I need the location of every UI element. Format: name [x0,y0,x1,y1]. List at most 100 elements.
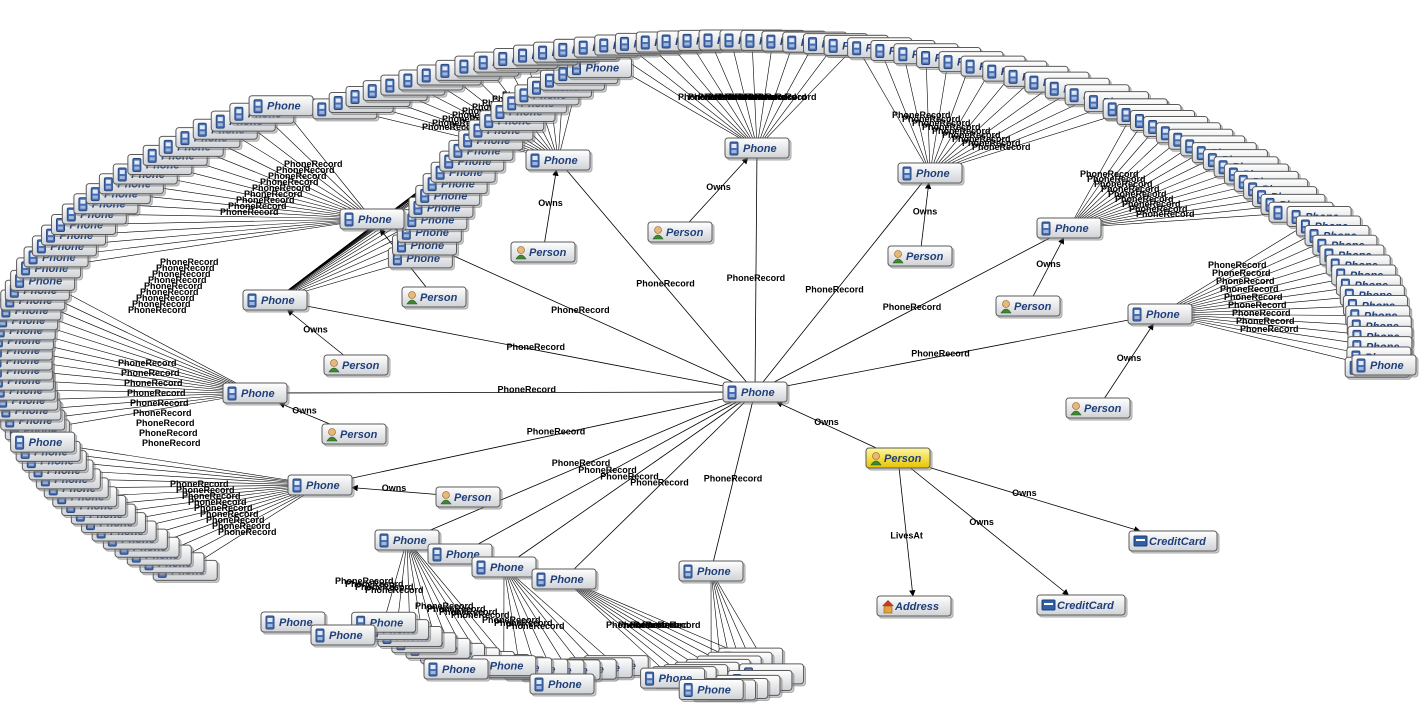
leaf-phone-node[interactable]: Phone [248,95,316,119]
leaf-phone-node[interactable]: Phone [310,624,378,648]
phone-record-label: PhoneRecord [200,509,259,519]
hub-phone-node[interactable]: Phone [287,474,355,498]
phone-icon [1029,75,1039,90]
person-node[interactable]: Person [887,245,955,269]
phone-icon [385,78,395,93]
fan-edge [929,70,1016,174]
fan-edge [113,484,321,523]
phone-record-edge [754,157,758,383]
hub-phone-node[interactable]: Phone [374,529,442,553]
selected-person-node[interactable]: Person [865,447,933,471]
hub-phone-node[interactable]: Phone [897,162,965,186]
hub-phone-node[interactable]: Phone [724,137,792,161]
phone-record-label: PhoneRecord [182,491,241,501]
node-label: Phone [548,679,582,691]
phone-record-label: PhoneRecord [1122,199,1181,209]
phone-record-label: PhoneRecord [1094,179,1153,189]
phone-icon [350,89,360,104]
phone-icon [828,38,838,53]
fan-edge [563,578,751,659]
hub-phone-node[interactable]: Phone [339,208,407,232]
person-icon [1070,402,1082,416]
phone-record-edge-label: PhoneRecord [636,279,695,289]
phone-icon [619,36,629,51]
leaf-phone-node[interactable]: Phone [678,679,746,703]
phone-record-label: PhoneRecord [1220,284,1279,294]
fan-edge [503,566,617,666]
node-label: CreditCard [1057,600,1114,612]
phone-record-label: PhoneRecord [422,122,481,132]
hub-phone-node[interactable]: Phone [1036,217,1104,241]
phone-icon [902,166,912,181]
fan-edge [54,460,321,486]
phone-record-edge-label: PhoneRecord [600,472,659,482]
person-node[interactable]: Person [1065,397,1133,421]
person-node[interactable]: Person [647,221,715,245]
person-node[interactable]: Person [321,423,389,447]
credit-card-node[interactable]: CreditCard [1128,530,1220,554]
phone-record-label: PhoneRecord [139,428,198,438]
hub-phone-node[interactable]: Phone [678,560,746,584]
phone-icon [476,560,486,575]
node-label: Phone [241,388,275,400]
fan-edge [243,120,373,220]
fan-edge [1159,216,1320,315]
fan-edge [1159,313,1378,317]
fan-edge [118,193,373,220]
node-label: Phone [697,685,731,697]
phone-record-label: PhoneRecord [132,299,191,309]
phone-record-edge-label: PhoneRecord [727,273,786,283]
leaf-phone-node[interactable]: Phone [423,658,491,682]
hub-phone-node[interactable]: Phone [222,382,290,406]
phone-record-label: PhoneRecord [124,378,183,388]
fan-edge [48,218,373,269]
phone-icon [1088,95,1098,110]
hub-phone-node[interactable]: Phone [1127,303,1195,327]
node-label: Phone [358,214,392,226]
phone-icon [640,35,650,50]
phone-record-label: PhoneRecord [1208,260,1267,270]
credit-card-icon [1133,535,1148,547]
person-node[interactable]: Person [401,286,469,310]
fan-edge [32,299,256,394]
phone-record-label: PhoneRecord [1080,169,1139,179]
fan-edge [145,173,373,220]
leaf-phone-node[interactable]: Phone [10,431,78,455]
phone-icon [265,615,275,630]
center-phone-node[interactable]: Phone [722,381,790,405]
phone-record-label: PhoneRecord [892,110,951,120]
phone-icon [15,435,25,450]
owns-edge [688,157,749,223]
fan-edge [1159,284,1369,315]
phone-record-label: PhoneRecord [152,269,211,279]
hub-phone-node[interactable]: Phone [242,289,310,313]
phone-record-edge [518,401,741,558]
person-node[interactable]: Person [510,241,578,265]
phone-record-label: PhoneRecord [228,201,287,211]
fan-edge [105,203,373,220]
leaf-phone-node[interactable]: Phone [1351,354,1419,378]
address-node[interactable]: Address [876,595,954,619]
hub-phone-node[interactable]: Phone [525,149,593,173]
person-node[interactable]: Person [995,295,1063,319]
phone-record-label: PhoneRecord [1228,300,1287,310]
credit-card-node[interactable]: CreditCard [1036,594,1128,618]
hub-phone-node[interactable]: Phone [471,556,539,580]
phone-record-edge [786,319,1129,387]
phone-icon [661,34,671,49]
phone-record-label: PhoneRecord [630,620,689,630]
phone-icon [1121,108,1131,123]
phone-record-edge-label: PhoneRecord [911,348,970,358]
person-node[interactable]: Person [323,354,391,378]
fan-edge [1068,188,1276,229]
person-node[interactable]: Person [435,486,503,510]
leaf-phone-node[interactable]: Phone [529,673,597,697]
phone-icon [683,683,693,698]
phone-record-edge-label: PhoneRecord [883,302,942,312]
fan-edge [37,289,256,394]
fan-edge [1159,305,1376,315]
hub-phone-node[interactable]: Phone [531,568,599,592]
node-label: Phone [306,480,340,492]
hub-phone-node[interactable]: Phone [427,543,495,567]
